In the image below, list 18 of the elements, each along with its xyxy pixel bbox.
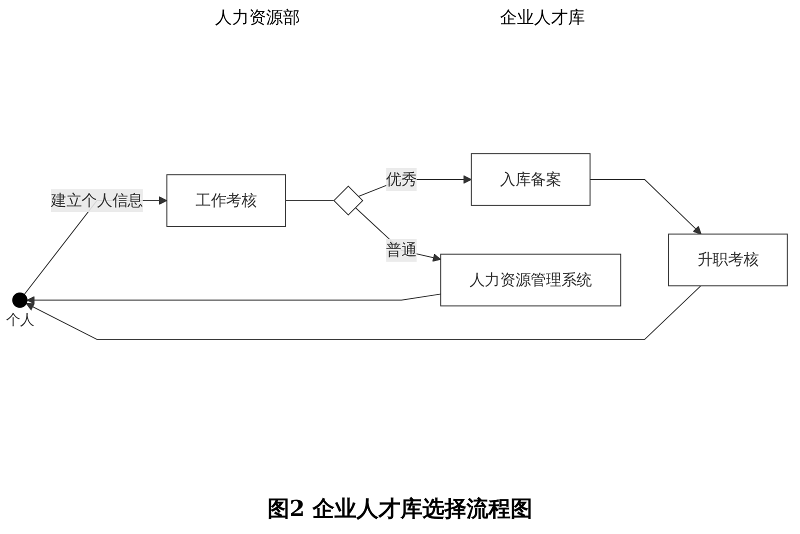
connector (285, 200, 334, 202)
arrow (590, 179, 702, 234)
edge-label: 优秀 (386, 170, 417, 188)
node-box: 入库备案 (470, 153, 591, 206)
node-box: 人力资源管理系统 (440, 254, 622, 306)
node-box: 升职考核 (668, 234, 788, 286)
node-circle (12, 292, 28, 308)
edge-label: 普通 (386, 240, 417, 259)
figure-caption: 图2 企业人才库选择流程图 (268, 495, 532, 524)
arrow (26, 294, 442, 304)
arrow (354, 207, 442, 262)
lane-heading: 人力资源部 (215, 7, 300, 29)
edge-label: 建立个人信息 (50, 190, 143, 210)
arrow (26, 285, 702, 340)
node-box: 工作考核 (166, 174, 286, 227)
node-diamond (333, 186, 364, 216)
lane-heading: 企业人才库 (500, 7, 585, 29)
node-caption: 个人 (6, 312, 34, 329)
